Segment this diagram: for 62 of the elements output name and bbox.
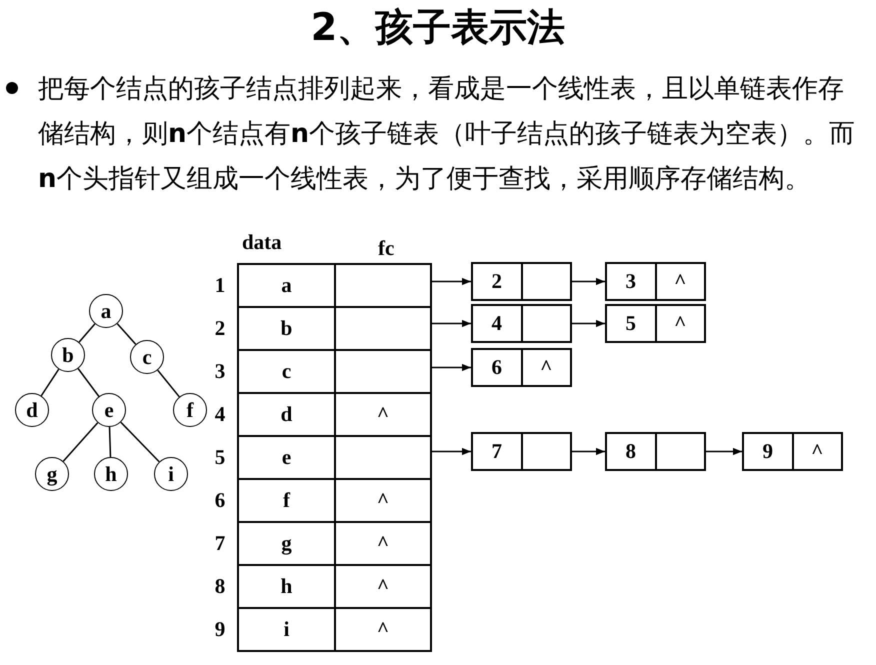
node-value: 3: [626, 269, 636, 294]
row-number: 1: [214, 272, 226, 299]
row-number: 3: [214, 358, 226, 385]
null-pointer: ^: [811, 439, 824, 464]
list-node-box: [742, 432, 843, 471]
row-number: 8: [214, 573, 226, 600]
row-number: 2: [214, 315, 226, 342]
table-cell: i: [237, 607, 336, 652]
tree-edge: [78, 368, 100, 397]
pointer-arrow: [432, 364, 471, 372]
pointer-cell: [334, 263, 432, 308]
tree-node-circle: e: [92, 393, 126, 427]
list-node-box: [605, 432, 706, 471]
tree-node-circle: a: [89, 294, 123, 328]
list-node-box: [605, 304, 706, 343]
list-node-box: [471, 262, 572, 301]
list-node-box: [471, 432, 572, 471]
tree-node-circle: f: [173, 393, 207, 427]
tree-node-circle: d: [15, 393, 49, 427]
row-number: 9: [214, 616, 226, 643]
title: 2、孩子表示法: [310, 4, 566, 51]
tree-edge: [108, 426, 112, 458]
node-value: 5: [626, 311, 636, 336]
null-pointer: ^: [540, 355, 552, 380]
pointer-arrow: [706, 448, 742, 456]
list-node-box: [471, 304, 572, 343]
node-value: 7: [492, 439, 502, 464]
list-node-box: [471, 348, 572, 387]
table-cell: a: [237, 263, 336, 308]
null-pointer: ^: [674, 269, 686, 294]
pointer-cell: ^: [334, 607, 432, 652]
list-node-box: [605, 262, 706, 301]
tree-edge: [62, 422, 98, 462]
tree-edge: [78, 323, 96, 343]
pointer-arrow: [572, 448, 605, 456]
tree-node-circle: c: [130, 340, 164, 374]
pointer-arrow: [432, 278, 471, 286]
tree-node-circle: g: [35, 457, 69, 491]
tree-node-circle: b: [51, 338, 85, 372]
pointer-arrow: [432, 320, 471, 328]
tree-edge: [157, 370, 180, 398]
column-header: fc: [378, 236, 394, 261]
pointer-arrow: [572, 278, 605, 286]
node-value: 2: [492, 269, 502, 294]
row-number: 6: [214, 487, 226, 514]
column-header: data: [242, 230, 282, 255]
tree-node-circle: h: [94, 457, 128, 491]
pointer-arrow: [432, 448, 471, 456]
row-number: 4: [214, 401, 226, 428]
node-value: 8: [626, 439, 636, 464]
paragraph: 把每个结点的孩子结点排列起来，看成是一个线性表，且以单链表作存储结构，则n个结点有n个孩子链表（叶子结点的孩子链表为空表）。而n个头指针又组成一个线性表，为了便于查找，采用顺序存储结构。: [38, 73, 856, 196]
node-value: 9: [762, 439, 773, 464]
pointer-arrow: [572, 320, 605, 328]
node-value: 6: [492, 355, 502, 380]
tree-edge: [116, 323, 136, 345]
tree-node-circle: i: [154, 457, 188, 491]
row-number: 7: [214, 530, 226, 557]
tree-edge: [40, 368, 60, 396]
row-number: 5: [214, 444, 226, 471]
tree-edge: [120, 422, 160, 462]
null-pointer: ^: [674, 311, 686, 336]
node-value: 4: [492, 311, 502, 336]
